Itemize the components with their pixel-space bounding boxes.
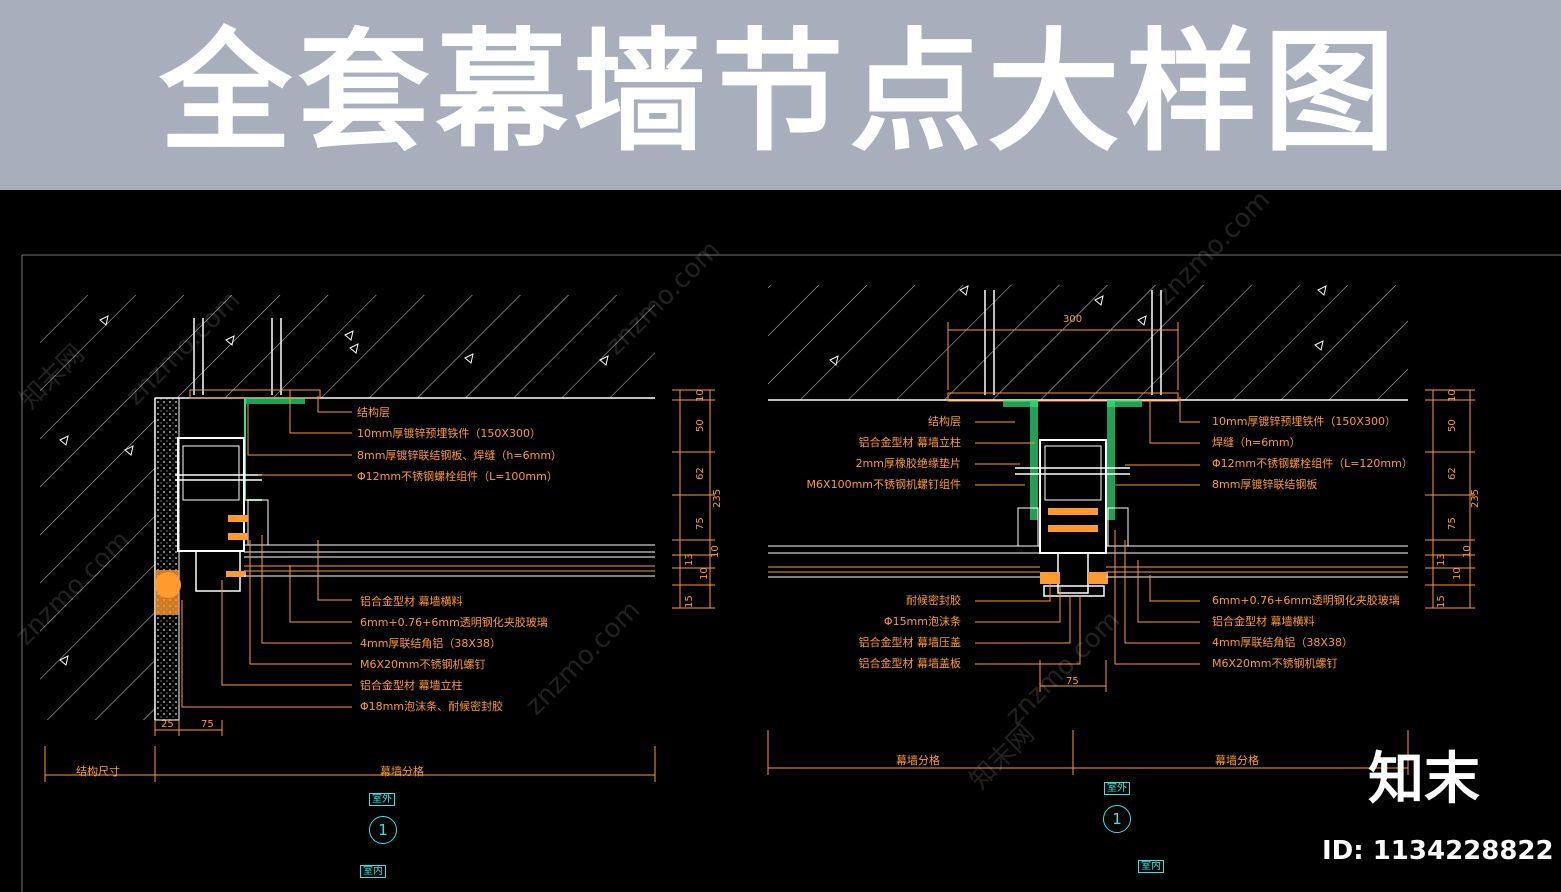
right-label-structure: 结构层	[928, 415, 961, 428]
aggregate-marks	[59, 285, 1327, 666]
right-dim-75: 75	[1066, 676, 1079, 687]
left-label-angle: 4mm厚联结角铝（38X38）	[360, 637, 501, 650]
left-tag-outside: 室外	[369, 793, 395, 806]
left-span-grid: 幕墙分格	[380, 765, 424, 778]
right-vdim-2: 62	[1447, 467, 1458, 480]
right-label-cover: 铝合金型材 幕墙盖板	[858, 657, 962, 670]
left-label-mullion: 铝合金型材 幕墙立柱	[360, 679, 463, 692]
right-vdim-4: 75	[1447, 517, 1458, 530]
right-vdim-8: 15	[1436, 595, 1447, 608]
brand-logo: 知末	[1368, 747, 1480, 812]
left-tag-inside: 室内	[360, 865, 386, 878]
brand-id: ID: 1134228822	[1322, 836, 1554, 866]
right-label-foam: Φ15mm泡沫条	[883, 615, 961, 628]
left-vdim-4: 75	[695, 517, 706, 530]
left-label-embed-plate: 10mm厚镀锌预埋铁件（150X300）	[357, 427, 541, 440]
right-structure	[767, 285, 1475, 775]
left-vdim-3: 235	[712, 488, 723, 508]
right-label-bolt: Φ12mm不锈钢螺栓组件（L=120mm）	[1212, 457, 1413, 470]
left-label-sealant: Φ18mm泡沫条、耐候密封胶	[360, 700, 504, 713]
right-label-screw: M6X20mm不锈钢机螺钉	[1212, 657, 1338, 670]
right-label-weld: 焊缝（h=6mm）	[1212, 436, 1301, 449]
left-span-structure: 结构尺寸	[76, 765, 120, 778]
right-tag-outside: 室外	[1104, 782, 1130, 795]
right-vdim-6: 10	[1452, 567, 1463, 580]
right-dim-300: 300	[1063, 314, 1083, 325]
right-vdim-7: 10	[1462, 545, 1473, 558]
right-label-pad: 2mm厚橡胶绝缘垫片	[855, 457, 961, 470]
left-label-steel-plate: 8mm厚镀锌联结钢板、焊缝（h=6mm）	[357, 449, 563, 462]
right-vdim-5: 13	[1436, 553, 1447, 566]
left-vdim-1: 50	[695, 419, 706, 432]
right-detail-number: 1	[1103, 805, 1131, 833]
cad-drawing	[21, 254, 1561, 892]
right-label-pressure-cap: 铝合金型材 幕墙压盖	[858, 636, 962, 649]
left-dim-25: 25	[161, 719, 174, 730]
right-label-glass: 6mm+0.76+6mm透明钢化夹胶玻璃	[1212, 594, 1400, 607]
right-vdim-0: 10	[1447, 389, 1458, 402]
right-span-grid-1: 幕墙分格	[896, 754, 940, 767]
left-structure	[40, 295, 715, 782]
left-dim-75: 75	[201, 719, 214, 730]
left-detail-number: 1	[369, 816, 397, 844]
page-title: 全套幕墙节点大样图	[159, 16, 1402, 170]
drawing-canvas: 结构层 10mm厚镀锌预埋铁件（150X300） 8mm厚镀锌联结钢板、焊缝（h…	[0, 185, 1561, 892]
left-label-bolt: Φ12mm不锈钢螺栓组件（L=100mm）	[357, 470, 558, 483]
right-label-steel-plate: 8mm厚镀锌联结钢板	[1212, 478, 1318, 491]
right-label-angle: 4mm厚联结角铝（38X38）	[1212, 636, 1353, 649]
left-vdim-8: 15	[684, 595, 695, 608]
right-vdim-3: 235	[1470, 488, 1481, 508]
left-label-screw: M6X20mm不锈钢机螺钉	[360, 658, 486, 671]
right-label-sealant: 耐候密封胶	[906, 594, 961, 607]
left-label-structure: 结构层	[357, 406, 390, 419]
right-span-grid-2: 幕墙分格	[1215, 754, 1259, 767]
right-tag-inside: 室内	[1138, 860, 1164, 873]
right-label-screw-set: M6X100mm不锈钢机螺钉组件	[806, 478, 961, 491]
right-vdim-1: 50	[1447, 419, 1458, 432]
right-label-mullion: 铝合金型材 幕墙立柱	[858, 436, 962, 449]
left-vdim-0: 10	[695, 389, 706, 402]
left-label-transom: 铝合金型材 幕墙横料	[360, 595, 463, 608]
left-vdim-6: 10	[699, 567, 710, 580]
right-label-transom: 铝合金型材 幕墙横料	[1212, 615, 1315, 628]
left-vdim-5: 13	[684, 553, 695, 566]
left-vdim-2: 62	[695, 467, 706, 480]
right-label-embed-plate: 10mm厚镀锌预埋铁件（150X300）	[1212, 415, 1396, 428]
left-label-glass: 6mm+0.76+6mm透明钢化夹胶玻璃	[360, 616, 548, 629]
left-vdim-7: 10	[710, 545, 721, 558]
title-banner: 全套幕墙节点大样图	[0, 0, 1561, 190]
